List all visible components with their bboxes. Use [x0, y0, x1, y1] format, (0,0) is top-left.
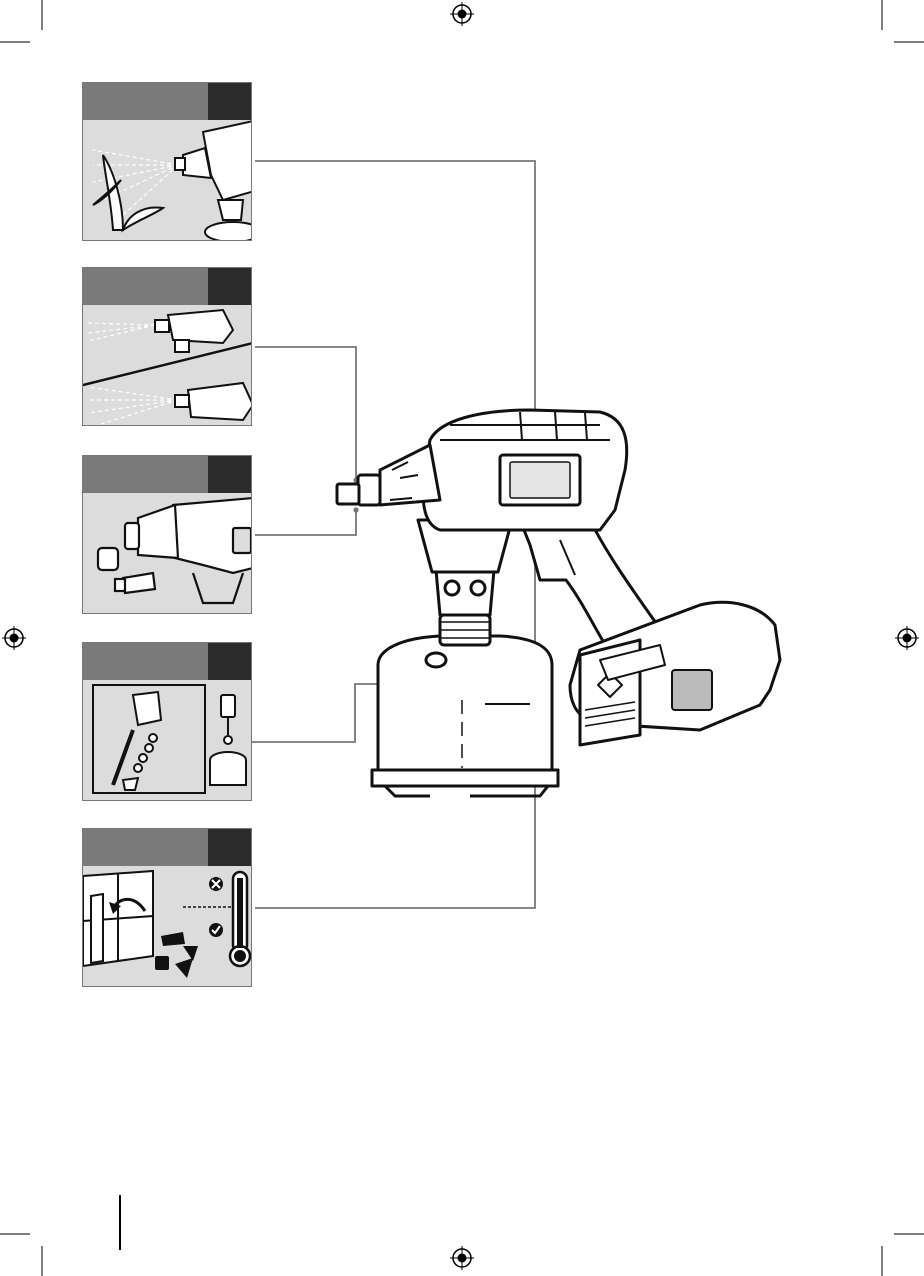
panel-nozzle-attachments — [82, 455, 252, 614]
panel-header-tag — [208, 456, 252, 493]
panel-storage-temperature — [82, 828, 252, 987]
accessories-icon — [83, 680, 252, 801]
tank — [372, 636, 558, 796]
panel-header — [83, 829, 208, 866]
panel-header — [83, 268, 208, 305]
panel-spray-use — [82, 82, 252, 241]
spray-pattern-icon — [83, 305, 252, 426]
panel-accessories — [82, 642, 252, 801]
nozzle-icon — [83, 493, 252, 614]
panel-header — [83, 456, 208, 493]
panel-spray-patterns — [82, 267, 252, 426]
spray-gun-illustration — [337, 410, 780, 796]
registration-mark-top — [450, 2, 474, 26]
registration-mark-bottom — [450, 1246, 474, 1270]
registration-mark-left — [2, 626, 26, 650]
nozzle-head — [380, 445, 440, 505]
battery-grip-pattern — [672, 670, 712, 710]
panel-header-tag — [208, 268, 252, 305]
panel-header-tag — [208, 83, 252, 120]
plant-spray-icon — [83, 120, 252, 241]
thermometer-icon — [83, 866, 252, 987]
registration-mark-right — [895, 626, 919, 650]
panel-header — [83, 83, 208, 120]
panel-header — [83, 643, 208, 680]
nozzle-tip — [337, 484, 359, 504]
panel-header-tag — [208, 829, 252, 866]
panel-header-tag — [208, 643, 252, 680]
